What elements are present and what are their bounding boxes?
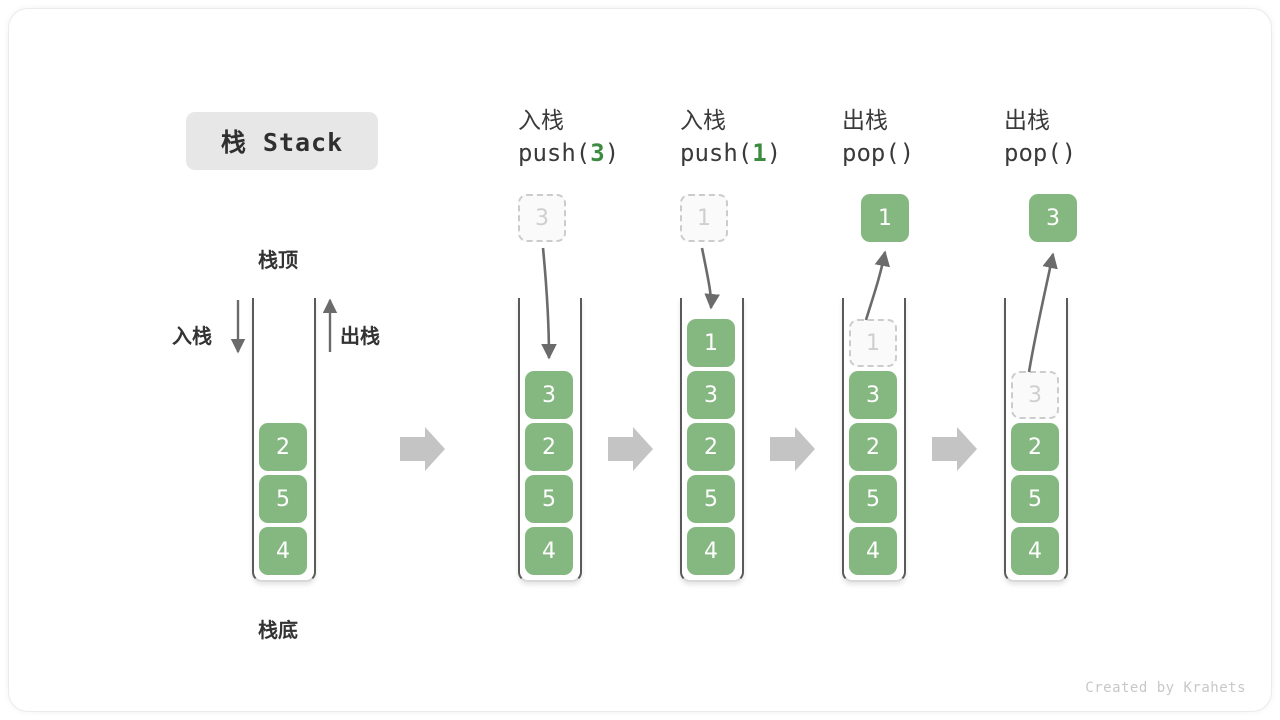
stack-cell: 2 xyxy=(1011,423,1059,471)
column-header-pop-2: 出栈 pop() xyxy=(1004,106,1174,170)
fn-suffix: ) xyxy=(604,139,620,167)
column-header-fn: pop() xyxy=(842,136,1012,170)
external-node-push-1: 1 xyxy=(680,194,728,242)
stack-cell: 2 xyxy=(849,423,897,471)
stack-cell: 5 xyxy=(687,475,735,523)
stack-cell: 2 xyxy=(525,423,573,471)
push-side-label: 入栈 xyxy=(172,324,212,348)
stack-cell: 2 xyxy=(259,423,307,471)
stack-tube-pop-1 xyxy=(842,298,906,582)
pop-side-label: 出栈 xyxy=(340,324,380,348)
stack-cell: 5 xyxy=(849,475,897,523)
stack-cell: 4 xyxy=(1011,527,1059,575)
column-header-fn: push(3) xyxy=(518,136,688,170)
stack-cell-ghost: 1 xyxy=(849,319,897,367)
column-header-fn: pop() xyxy=(1004,136,1174,170)
stack-tube-initial xyxy=(252,298,316,582)
stack-cell: 3 xyxy=(849,371,897,419)
fn-suffix: ) xyxy=(766,139,782,167)
column-header-fn: push(1) xyxy=(680,136,850,170)
title-badge: 栈 Stack xyxy=(186,112,378,170)
fn-arg: 1 xyxy=(752,139,767,167)
stack-cell: 5 xyxy=(1011,475,1059,523)
fn-arg: 3 xyxy=(590,139,605,167)
fn-prefix: push( xyxy=(518,139,591,167)
stack-cell: 3 xyxy=(525,371,573,419)
stack-cell: 4 xyxy=(687,527,735,575)
stack-cell: 4 xyxy=(849,527,897,575)
column-header-cn: 出栈 xyxy=(1004,108,1050,134)
stack-top-label: 栈顶 xyxy=(258,248,298,272)
column-header-cn: 出栈 xyxy=(842,108,888,134)
stack-cell: 5 xyxy=(525,475,573,523)
stack-cell-ghost: 3 xyxy=(1011,371,1059,419)
column-header-pop-1: 出栈 pop() xyxy=(842,106,1012,170)
external-node-pop-1: 1 xyxy=(861,194,909,242)
fn-prefix: pop( xyxy=(1004,139,1062,167)
stack-cell: 5 xyxy=(259,475,307,523)
stack-tube-push-3 xyxy=(518,298,582,582)
stack-bottom-label: 栈底 xyxy=(258,618,298,642)
fn-suffix: ) xyxy=(1061,139,1077,167)
column-header-push-3: 入栈 push(3) xyxy=(518,106,688,170)
stack-cell: 4 xyxy=(259,527,307,575)
stack-cell: 4 xyxy=(525,527,573,575)
fn-prefix: pop( xyxy=(842,139,900,167)
external-node-push-3: 3 xyxy=(518,194,566,242)
stack-cell: 3 xyxy=(687,371,735,419)
column-header-cn: 入栈 xyxy=(518,108,564,134)
stack-cell: 2 xyxy=(687,423,735,471)
stack-tube-pop-2 xyxy=(1004,298,1068,582)
stack-tube-push-1 xyxy=(680,298,744,582)
external-node-pop-2: 3 xyxy=(1029,194,1077,242)
credit-text: Created by Krahets xyxy=(1085,680,1246,696)
fn-suffix: ) xyxy=(899,139,915,167)
fn-prefix: push( xyxy=(680,139,753,167)
stack-cell: 1 xyxy=(687,319,735,367)
column-header-cn: 入栈 xyxy=(680,108,726,134)
column-header-push-1: 入栈 push(1) xyxy=(680,106,850,170)
